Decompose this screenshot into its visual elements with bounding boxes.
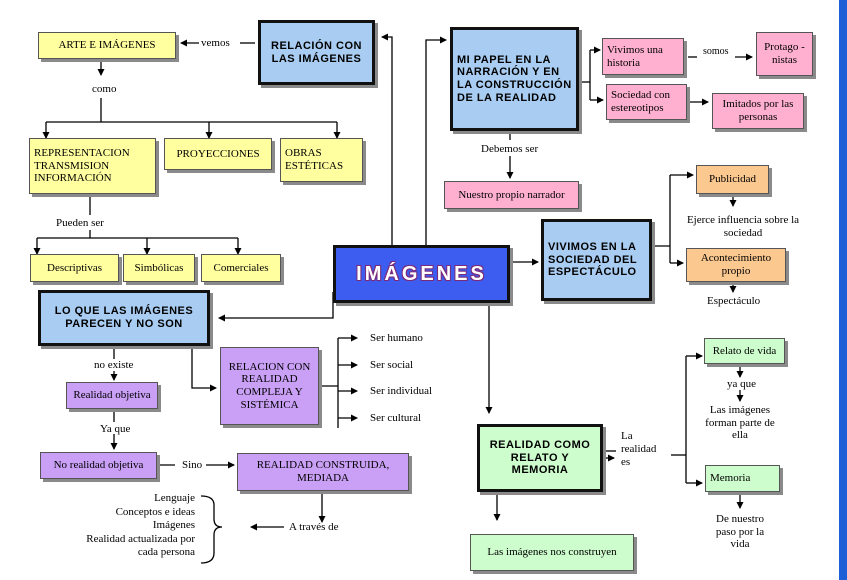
vivimos-historia-node: Vivimos una historia (602, 38, 684, 75)
debemos-ser-label: Debemos ser (481, 143, 539, 155)
central-node: IMÁGENES (333, 245, 510, 303)
relacion-node: RELACIÓN CON LAS IMÁGENES (258, 20, 375, 85)
realidad-objetiva-node: Realidad objetiva (66, 382, 158, 409)
la-realidad-es-line: realidad (621, 443, 657, 455)
arte-node: ARTE E IMÁGENES (38, 32, 176, 59)
ser-humano-label: Ser humano (370, 332, 423, 344)
parecen-node: LO QUE LAS IMÁGENES PARECEN Y NO SON (38, 290, 210, 346)
descriptivas-node: Descriptivas (30, 254, 119, 282)
proyecciones-node: PROYECCIONES (164, 138, 272, 170)
ya-que-relato-label: ya que (727, 378, 757, 390)
memoria-node: Memoria (705, 465, 780, 492)
simbolicas-node: Simbólicas (123, 254, 195, 282)
protagonistas-node: Protago -nistas (756, 32, 813, 76)
traves-item: Lenguaje (154, 492, 195, 504)
representacion-node: REPRESENTACION TRANSMISION INFORMACIÓN (29, 138, 156, 194)
pueden-ser-label: Pueden ser (56, 217, 104, 229)
espectaculo-label: Espectáculo (707, 295, 761, 307)
traves-list: Lenguaje Conceptos e ideas Imágenes Real… (60, 492, 195, 560)
sociedad-estereotipos-node: Sociedad con estereotipos (606, 84, 687, 120)
ya-que-label: Ya que (100, 423, 131, 435)
espectaculo-node: VIVIMOS EN LA SOCIEDAD DEL ESPECTÁCULO (541, 219, 652, 301)
de-nuestro-label: De nuestro paso por la vida (715, 513, 765, 551)
papel-node: MI PAPEL EN LA NARRACIÓN Y EN LA CONSTRU… (450, 27, 579, 131)
traves-item: Conceptos e ideas (115, 505, 195, 518)
no-realidad-node: No realidad objetiva (40, 452, 157, 479)
ser-cultural-label: Ser cultural (370, 412, 422, 424)
nos-construyen-node: Las imágenes nos construyen (470, 534, 634, 571)
construida-node: REALIDAD CONSTRUIDA, MEDIADA (237, 453, 409, 491)
a-traves-label: A través de (289, 521, 339, 533)
ejerce-label: Ejerce influencia sobre la sociedad (686, 214, 800, 239)
la-realidad-es-label: La realidad es (621, 430, 656, 469)
traves-item: Imágenes (152, 519, 195, 531)
compleja-node: RELACION CON REALIDAD COMPLEJA Y SISTÉMI… (220, 347, 319, 425)
traves-item: Realidad actualizada por (86, 532, 195, 545)
publicidad-node: Publicidad (696, 165, 769, 194)
obras-node: OBRAS ESTÉTICAS (280, 138, 363, 182)
relato-node: REALIDAD COMO RELATO Y MEMORIA (477, 424, 603, 492)
ser-social-label: Ser social (370, 359, 414, 371)
ser-individual-label: Ser individual (370, 385, 433, 397)
como-label: como (92, 83, 117, 95)
imitados-node: Imitados por las personas (712, 93, 804, 129)
la-realidad-es-line: es (621, 456, 631, 468)
sino-label: Sino (182, 459, 203, 471)
relato-vida-node: Relato de vida (704, 338, 785, 364)
somos-label: somos (703, 46, 729, 57)
forman-parte-label: Las imágenes forman parte de ella (705, 404, 775, 442)
window-edge (839, 0, 847, 580)
traves-item: cada persona (137, 546, 195, 558)
acontecimiento-node: Acontecimiento propio (686, 248, 786, 282)
no-existe-label: no existe (94, 359, 134, 371)
narrador-node: Nuestro propio narrador (444, 181, 579, 209)
vemos-label: vemos (201, 37, 230, 49)
la-realidad-es-line: La (621, 430, 633, 442)
comerciales-node: Comerciales (201, 254, 281, 282)
